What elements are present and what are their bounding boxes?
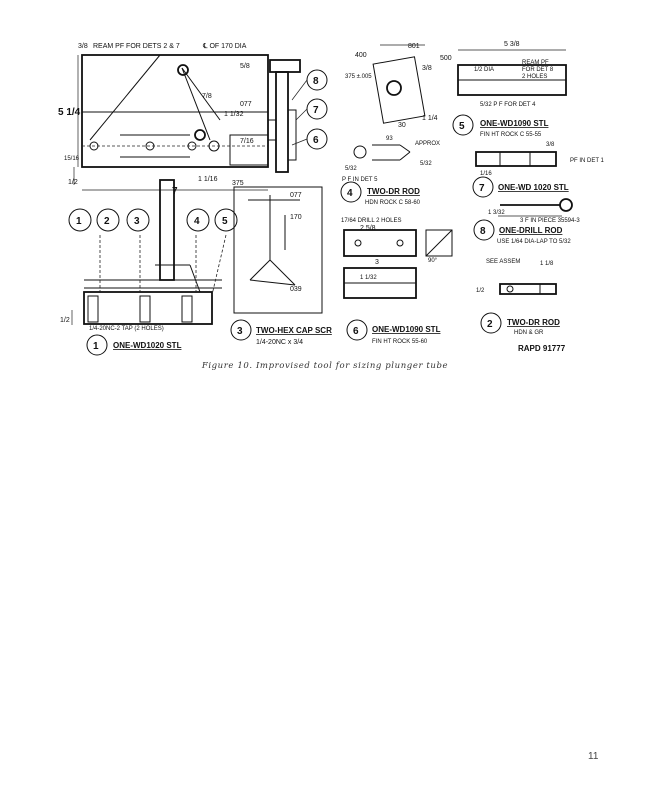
det5-ream2: FOR DET 8: [522, 67, 554, 73]
det4-d3: 93: [386, 136, 393, 142]
balloon-4: 4: [194, 216, 200, 227]
det4-approx: APPROX: [415, 141, 440, 147]
det7-note: PF IN DET 1: [570, 158, 605, 164]
detail-5-spec: FIN HT ROCK C 55-55: [480, 132, 542, 138]
detail-8-number: 8: [480, 226, 486, 237]
det6-drill: 17/64 DRILL 2 HOLES: [341, 218, 401, 224]
det4-d2: 5/32: [420, 161, 432, 167]
detail-2-spec: HDN & GR: [514, 330, 544, 336]
detail-2-view: SEE ASSEM 1/2 1 1/8 2 TWO-DR ROD HDN & G…: [476, 259, 560, 336]
det5-frac38: 3/8: [422, 65, 432, 72]
width-dim: 7: [172, 186, 178, 197]
dim-1-32: 1 1/32: [224, 111, 244, 118]
balloon-3: 3: [134, 216, 140, 227]
det4-pf-note: P F IN DET 5: [342, 177, 378, 183]
dim-077: 077: [240, 101, 252, 108]
det5-d500: 500: [440, 55, 452, 62]
dim-1-16: 1 1/16: [198, 176, 218, 183]
balloon-5: 5: [222, 216, 228, 227]
detail-6-title: ONE-WD1090 STL: [372, 325, 441, 334]
detail-4-view: APPROX 5/32 5/32 93 P F IN DET 5 4 TWO-D…: [340, 136, 440, 206]
det5-d801: 801: [408, 43, 420, 50]
detail-4-spec: HDN ROCK C 58-60: [365, 200, 421, 206]
detail-7-title: ONE-WD 1020 STL: [498, 183, 569, 192]
ream-note: REAM PF FOR DETS 2 & 7: [93, 43, 180, 50]
figure-caption: Figure 10. Improvised tool for sizing pl…: [201, 361, 449, 371]
technical-drawing: REAM PF FOR DETS 2 & 7 3/8 ℄ OF 170 DIA …: [58, 41, 605, 356]
det5-dia: 1/2 DIA: [474, 67, 494, 73]
center-note: ℄ OF 170 DIA: [202, 43, 247, 50]
detail1-left-dim: 1/2: [60, 317, 70, 324]
dim-375: 375: [232, 180, 244, 187]
det5-ream: REAM PF: [522, 60, 549, 66]
detail-1-number: 1: [93, 341, 99, 352]
detail-8-spec: USE 1/64 DIA-LAP TO 5/32: [497, 239, 571, 245]
det8-d1-3-32: 1 3/32: [488, 210, 505, 216]
det7-d116: 1/16: [480, 171, 492, 177]
height-dim: 5 1/4: [58, 107, 81, 118]
tap-note: 1/4-20NC-2 TAP (2 HOLES): [89, 326, 164, 332]
balloon-group-upper: 8 7 6: [291, 69, 328, 150]
det3-dim-170: 170: [290, 214, 302, 221]
det4-d1: 5/32: [345, 166, 357, 172]
detail-1-label: 1/4-20NC-2 TAP (2 HOLES) 1/2 1 ONE-WD102…: [60, 317, 182, 356]
det5-d400: 400: [355, 52, 367, 59]
detail-1-title: ONE-WD1020 STL: [113, 341, 182, 350]
detail-5-title: ONE-WD1090 STL: [480, 119, 549, 128]
detail-6-view: 17/64 DRILL 2 HOLES 90° 3 2 5/8 1 1/32 6…: [341, 218, 453, 345]
balloon-6: 6: [313, 135, 319, 146]
det5-pf: 5/32 P F FOR DET 4: [480, 102, 536, 108]
detail-3-number: 3: [237, 326, 243, 337]
det2-d2: 1 1/8: [540, 261, 554, 267]
detail-4-title: TWO-DR ROD: [367, 187, 420, 196]
detail-5-number: 5: [459, 121, 465, 132]
det5-d5: 5 3/8: [504, 41, 520, 48]
balloon-group-lower: 1 2 3 4 5: [68, 208, 238, 232]
detail-7-view: PF IN DET 1 3/8 1/16 7 ONE-WD 1020 STL: [472, 142, 605, 198]
dim-bottom-left: 1/2: [68, 179, 78, 186]
det3-dim-077: 077: [290, 192, 302, 199]
det3-dim-039: 039: [290, 286, 302, 293]
balloon-1: 1: [76, 216, 82, 227]
detail-5-view: 400 375 ±.005 801 3/8 1 1/4 30 500 5 3/8…: [345, 41, 567, 138]
detail-6-spec: FIN HT ROCK 55-60: [372, 339, 428, 345]
detail-4-number: 4: [347, 188, 353, 199]
page-number: 11: [588, 751, 599, 762]
detail-2-title: TWO-DR ROD: [507, 318, 560, 327]
detail-8-view: 1 3/32 3 F IN PIECE 35594-3 8 ONE-DRILL …: [473, 198, 580, 245]
dim-5-8: 5/8: [240, 63, 250, 70]
detail-7-number: 7: [479, 183, 485, 194]
lower-assembly-view: [71, 179, 227, 325]
detail-3-title: TWO-HEX CAP SCR: [256, 326, 332, 335]
det2-d1: 1/2: [476, 288, 485, 294]
det5-frac14: 1 1/4: [422, 115, 438, 122]
main-assembly-view: REAM PF FOR DETS 2 & 7 3/8 ℄ OF 170 DIA …: [58, 43, 301, 197]
det6-d90: 90°: [428, 258, 438, 264]
dim-7-8: 7/8: [202, 93, 212, 100]
dim-7-16: 7/16: [240, 138, 254, 145]
det5-holes: 2 HOLES: [522, 74, 547, 80]
balloon-2: 2: [104, 216, 110, 227]
detail-3-spec: 1/4-20NC x 3/4: [256, 339, 303, 346]
ream-note-frac: 3/8: [78, 43, 88, 50]
detail-2-number: 2: [487, 319, 493, 330]
detail-6-number: 6: [353, 326, 359, 337]
balloon-7: 7: [313, 105, 319, 116]
detail-8-title: ONE-DRILL ROD: [499, 226, 563, 235]
det5-d375: 375 ±.005: [345, 74, 372, 80]
det5-d30: 30: [398, 122, 406, 129]
det6-d2: 2 5/8: [360, 225, 376, 232]
det8-pin: 3 F IN PIECE 35594-3: [520, 218, 580, 224]
detail-3-view: 077 170 039 3 TWO-HEX CAP SCR 1/4-20NC x…: [230, 186, 332, 346]
det6-d3: 3: [375, 259, 379, 266]
drawing-reference: RAPD 91777: [518, 344, 566, 353]
det2-see: SEE ASSEM: [486, 259, 520, 265]
balloon-8: 8: [313, 76, 319, 87]
det6-d11: 1 1/32: [360, 275, 377, 281]
dim-left-small: 15/16: [64, 156, 80, 162]
det7-d38: 3/8: [546, 142, 555, 148]
